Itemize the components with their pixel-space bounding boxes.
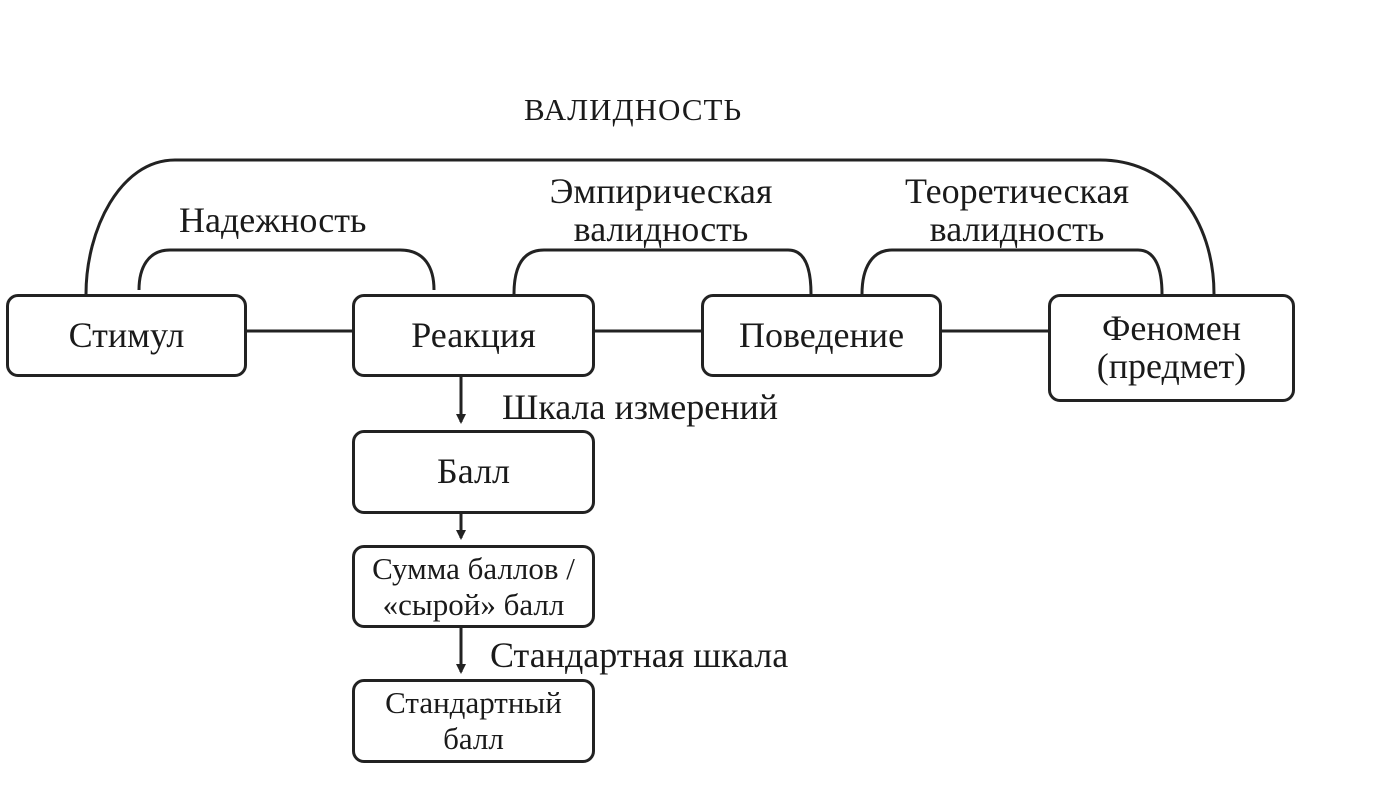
empirical-validity-arc <box>512 248 813 295</box>
empirical-validity-label-line1: Эмпирическая <box>549 171 773 211</box>
behavior-label: Поведение <box>738 314 905 355</box>
empirical-validity-label: Эмпирическая валидность <box>530 171 792 249</box>
standard-score-box: Стандартный балл <box>352 679 595 763</box>
reaction-label: Реакция <box>411 314 536 355</box>
standard-score-label-line1: Стандартный <box>385 685 562 721</box>
measurement-scale-label: Шкала измерений <box>502 387 779 427</box>
phenomenon-label-line1: Феномен <box>1101 308 1242 349</box>
stimulus-box: Стимул <box>6 294 247 377</box>
stimulus-label: Стимул <box>68 314 185 355</box>
raw-score-sum-label-line1: Сумма баллов / <box>372 550 575 586</box>
score-label: Балл <box>437 451 510 492</box>
theoretical-validity-label-line1: Теоретическая <box>904 171 1129 211</box>
validity-arc <box>84 158 1216 295</box>
empirical-validity-label-line2: валидность <box>573 208 749 249</box>
reliability-arc <box>137 248 436 291</box>
diagram-title: ВАЛИДНОСТЬ <box>524 92 743 127</box>
raw-score-sum-label-line2: «сырой» балл <box>382 586 565 622</box>
theoretical-validity-label-line2: валидность <box>929 208 1105 249</box>
score-box: Балл <box>352 430 595 514</box>
theoretical-validity-label: Теоретическая валидность <box>886 171 1148 249</box>
phenomenon-box: Феномен (предмет) <box>1048 294 1295 402</box>
reliability-label: Надежность <box>179 200 367 240</box>
phenomenon-label-line2: (предмет) <box>1096 346 1247 386</box>
theoretical-validity-arc <box>860 248 1164 295</box>
standard-score-label-line2: балл <box>443 721 504 756</box>
standard-scale-label: Стандартная шкала <box>490 635 789 675</box>
reaction-box: Реакция <box>352 294 595 377</box>
raw-score-sum-box: Сумма баллов / «сырой» балл <box>352 545 595 628</box>
behavior-box: Поведение <box>701 294 942 377</box>
